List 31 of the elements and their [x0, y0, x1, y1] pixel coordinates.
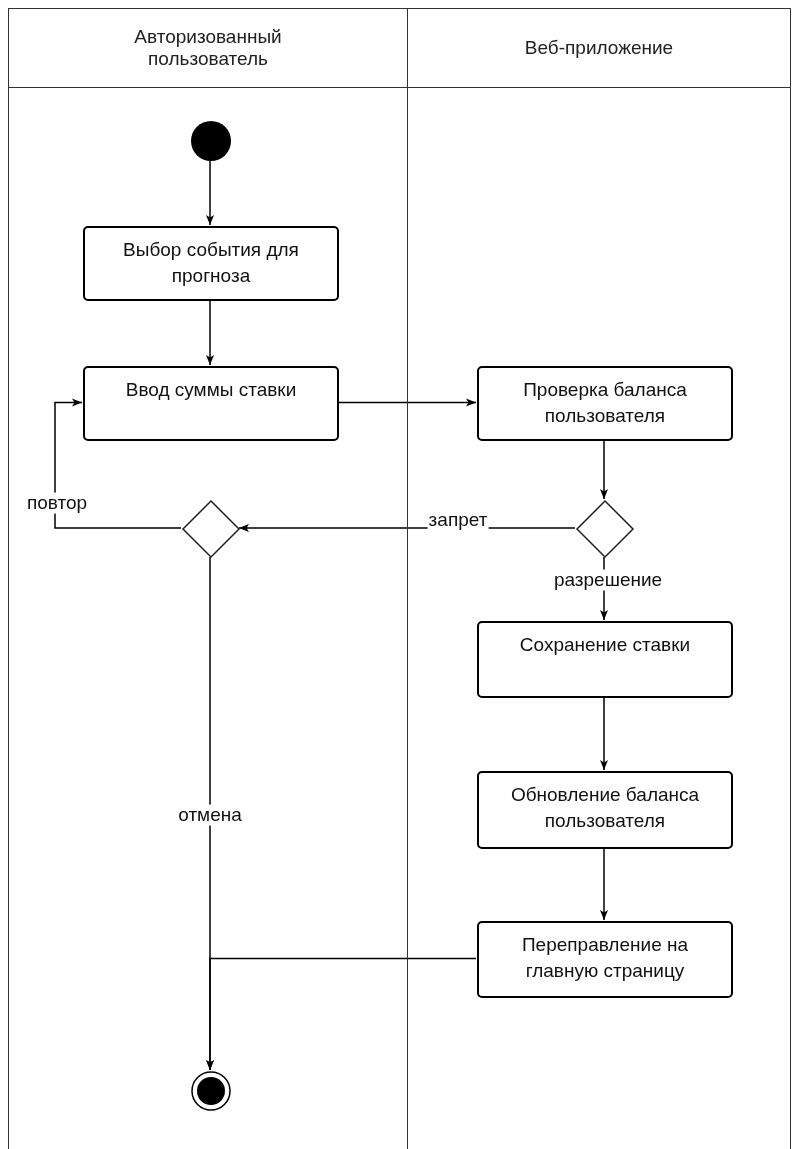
start-node: [191, 121, 231, 161]
decision-diamond: [182, 500, 240, 558]
activity-text: Проверка баланса пользователя: [522, 378, 688, 428]
activity-box: [477, 771, 733, 849]
activity-box: [83, 226, 339, 301]
swimlane: [407, 8, 791, 1149]
activity-box: [83, 366, 339, 441]
arrow: [600, 847, 608, 921]
activity-text: Переправление на главную страницу: [520, 933, 690, 983]
activity-box: [477, 621, 733, 698]
edge-label: разрешение: [552, 569, 664, 591]
end-node: [191, 1071, 231, 1111]
lane-header: Веб-приложение: [408, 9, 790, 88]
edge-label: отмена: [177, 804, 243, 826]
edge-label: повтор: [25, 492, 89, 514]
activity-box: [477, 366, 733, 441]
arrow: [600, 696, 608, 771]
activity-text: Сохранение ставки: [518, 633, 692, 657]
activity-text: Обновление баланса пользователя: [509, 783, 701, 833]
activity-box: [477, 921, 733, 998]
arrow: [206, 159, 214, 226]
arrow: [206, 299, 214, 366]
arrow: [206, 957, 477, 1071]
lane-header: Авторизованный пользователь: [9, 9, 407, 88]
swimlane: [8, 8, 407, 1149]
arrow: [600, 439, 608, 500]
activity-text: Ввод суммы ставки: [124, 378, 298, 402]
activity-text: Выбор события для прогноза: [122, 238, 300, 288]
decision-diamond: [576, 500, 634, 558]
arrow: [337, 398, 477, 407]
arrow: [54, 398, 182, 529]
